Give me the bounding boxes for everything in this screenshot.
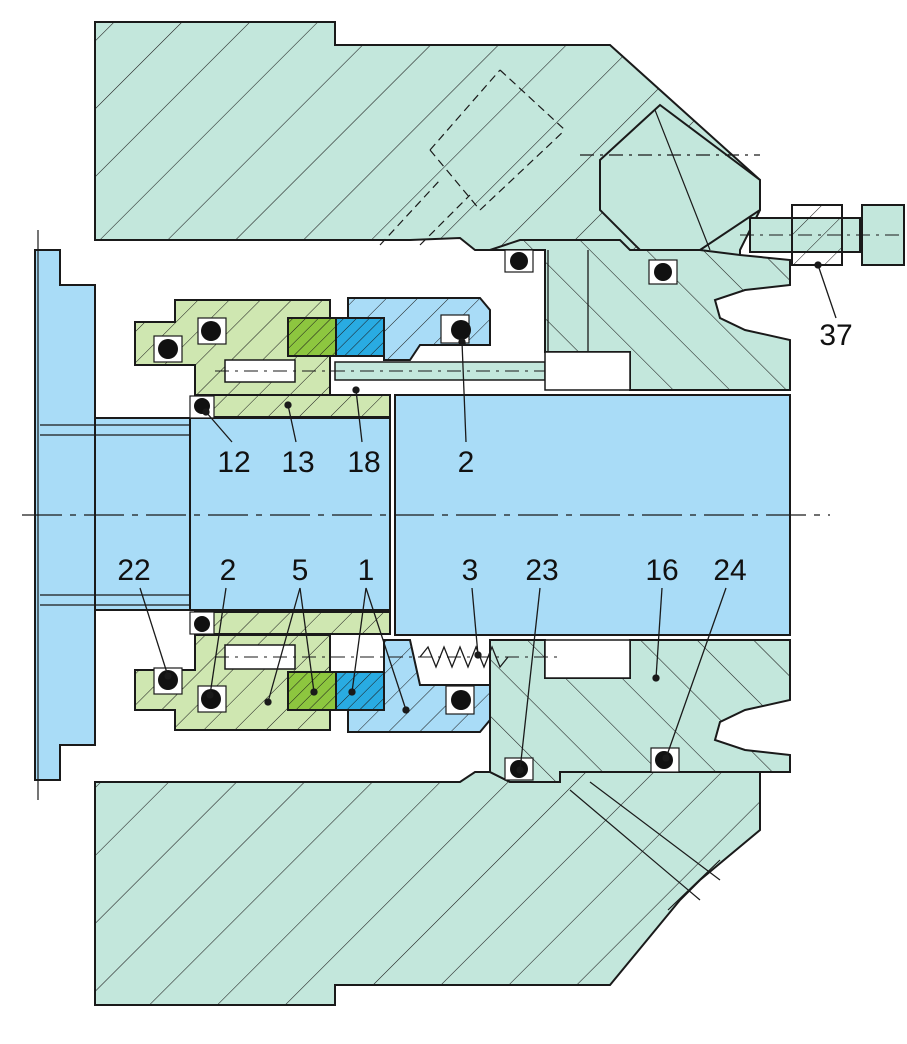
callout-13: 13 — [281, 446, 314, 479]
callout-23: 23 — [525, 554, 558, 587]
housing-bottom — [94, 639, 791, 1006]
callout-2-top: 2 — [458, 446, 475, 479]
o-ring — [648, 259, 678, 285]
callout-16: 16 — [645, 554, 678, 587]
callout-2-bottom: 2 — [220, 554, 237, 587]
seal-assembly-top — [134, 297, 560, 418]
o-ring — [504, 249, 534, 273]
o-ring — [189, 611, 215, 635]
callout-18: 18 — [347, 446, 380, 479]
callout-5: 5 — [292, 554, 309, 587]
housing-top — [94, 21, 791, 391]
callout-1: 1 — [358, 554, 375, 587]
o-ring — [445, 685, 475, 715]
o-ring — [440, 314, 471, 344]
o-rings — [153, 249, 680, 781]
o-ring — [197, 685, 227, 713]
o-ring — [153, 667, 183, 695]
leader-lines — [139, 261, 837, 774]
o-ring — [189, 395, 215, 419]
screw-part-37 — [740, 204, 905, 266]
o-ring — [197, 317, 227, 345]
callout-22: 22 — [117, 554, 150, 587]
callout-labels: 37 12 13 18 2 22 2 5 1 3 23 16 24 — [117, 319, 852, 587]
callout-12: 12 — [217, 446, 250, 479]
drive-plate — [34, 230, 96, 800]
callout-3: 3 — [462, 554, 479, 587]
seal-assembly-bottom — [134, 351, 631, 733]
callout-37: 37 — [819, 319, 852, 352]
o-ring — [153, 335, 183, 363]
callout-24: 24 — [713, 554, 746, 587]
